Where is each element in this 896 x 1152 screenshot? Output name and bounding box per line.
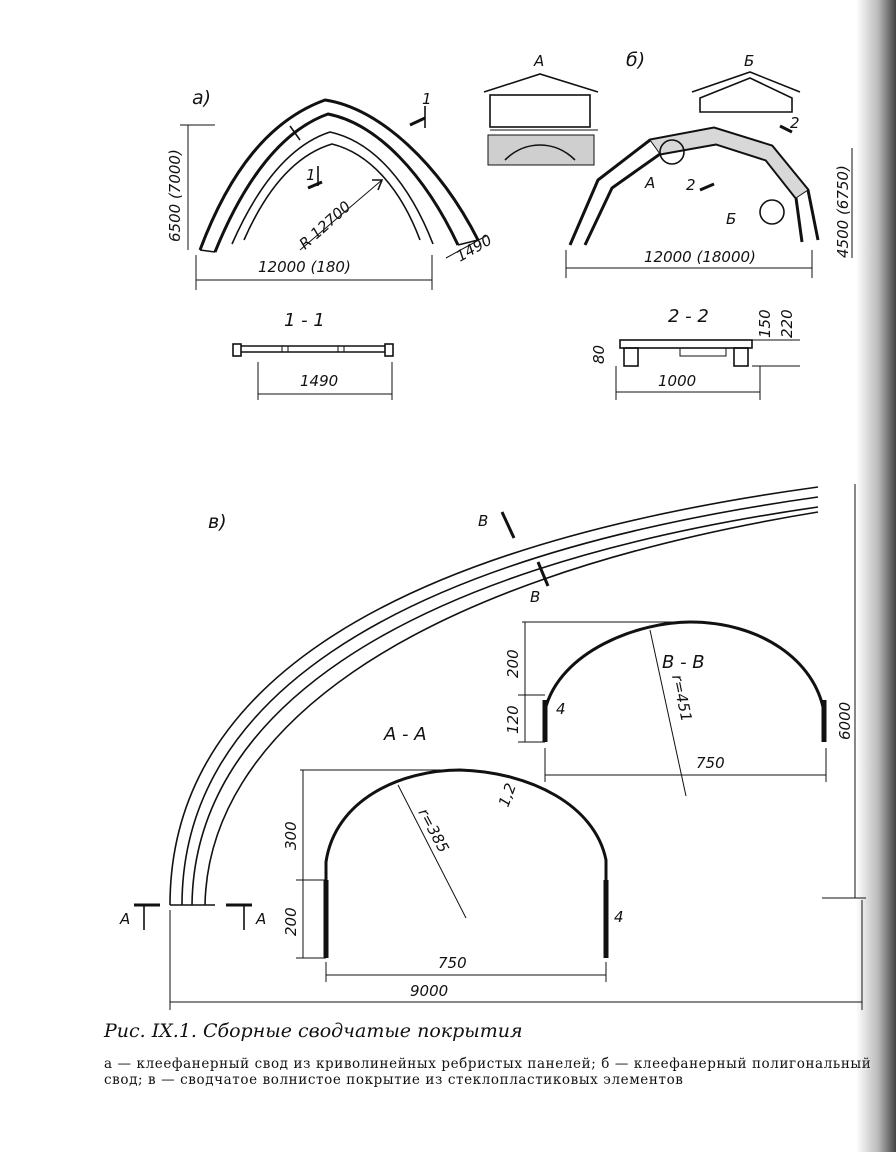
part-v-section-b-mark-top <box>500 511 516 539</box>
part-v-section-b-radius-line <box>649 629 687 797</box>
part-a-section-mark-top <box>409 116 426 127</box>
part-b-section-title: 2 - 2 <box>668 306 709 327</box>
part-a-arch-rib <box>231 131 434 245</box>
part-a-section-stiffener-right <box>337 345 345 353</box>
part-b-dim-150: 150 <box>756 309 774 338</box>
part-a-span: 12000 (180) <box>258 258 351 276</box>
part-b-detail-b-label: Б <box>744 52 754 70</box>
part-v-arch-inner <box>191 506 819 906</box>
part-a-section-stiffener-left <box>281 345 289 353</box>
part-b-detail-b-panel <box>699 77 793 113</box>
part-b-detail-b-roof <box>691 71 801 93</box>
part-v-section-b-label-top: В <box>478 512 488 530</box>
caption-text: а — клеефанерный свод из криволинейных р… <box>104 1056 872 1088</box>
part-a-radius: R 12700 <box>296 197 355 252</box>
part-a-radius-arrow <box>372 179 384 191</box>
part-a-height: 6500 (7000) <box>166 149 184 242</box>
part-b-section-mark-right <box>779 124 793 134</box>
part-v-section-a-radius-line <box>397 784 467 919</box>
part-v-section-b-mark-bottom <box>536 561 550 587</box>
part-b-span: 12000 (18000) <box>644 248 756 266</box>
part-a-panel-joint <box>289 125 301 141</box>
part-a-width-dim-line <box>445 235 487 259</box>
part-b-detail-b-callout <box>759 199 785 225</box>
part-v-section-a-title: А - А <box>383 724 427 745</box>
part-a-arch-inner <box>213 112 460 253</box>
part-b-detail-a-panel <box>489 94 591 128</box>
part-b-arch-drawing: б) А Б А Б 2 2 4500 (6750) 12000 (18000) <box>483 49 853 400</box>
part-b-section-mark-left-label: 2 <box>686 176 696 194</box>
part-b-section-rib-left <box>623 347 639 367</box>
part-a-arch-foot-left <box>199 249 216 253</box>
part-v-span: 9000 <box>410 982 448 1000</box>
part-v-arch-outer <box>169 486 819 906</box>
part-b-section-rib-right <box>733 347 749 367</box>
part-b-label: б) <box>626 49 645 71</box>
part-v-section-a-label-right: А <box>255 910 266 928</box>
part-b-section-stiffener <box>679 347 727 357</box>
scan-edge-shadow <box>856 0 896 1152</box>
part-v-section-a-profile <box>324 768 608 880</box>
part-a-arch-drawing: а) 6500 (7000) 12000 (180) R 12700 1490 … <box>166 87 495 400</box>
part-v-section-a-width: 750 <box>438 954 467 972</box>
figure-caption: Рис. IX.1. Сборные сводчатые покрытия а … <box>104 1020 874 1088</box>
part-v-section-a-radius: r=385 <box>414 805 452 855</box>
part-v-section-b-radius: r=451 <box>668 673 695 723</box>
caption-title: Рис. IX.1. Сборные сводчатые покрытия <box>104 1020 523 1042</box>
part-b-section-width: 1000 <box>658 372 696 390</box>
part-a-section-rib-right <box>384 343 394 357</box>
part-a-section-title: 1 - 1 <box>284 310 325 331</box>
part-b-arch-panels <box>649 127 809 199</box>
part-v-section-b-label-bottom: В <box>530 588 540 606</box>
part-a-radius-line <box>299 179 383 251</box>
part-a-section-mark-top-label: 1 <box>422 90 432 108</box>
part-a-section-mark-left <box>307 180 323 190</box>
part-a-arch-rib-inner <box>243 143 421 241</box>
part-v-section-a-dim-200: 200 <box>282 907 300 936</box>
part-v-arch-inside <box>204 511 819 906</box>
part-v-section-a-dim-4: 4 <box>614 908 624 926</box>
part-b-section-mark-right-label: 2 <box>790 114 800 132</box>
part-v-section-b-dim-120: 120 <box>504 705 522 734</box>
part-v-arch-middle <box>181 496 819 906</box>
part-v-section-a-dim-300: 300 <box>282 821 300 850</box>
part-v-label: в) <box>208 511 227 533</box>
part-b-detail-a-tag: А <box>644 174 655 192</box>
part-b-detail-a-joint <box>504 144 576 161</box>
part-a-section-width: 1490 <box>300 372 338 390</box>
part-b-detail-a-label: А <box>533 52 544 70</box>
part-b-detail-a-roof <box>483 73 599 93</box>
part-v-arch-drawing: в) А А В В 9000 6000 В - В <box>119 484 866 1010</box>
part-b-detail-a-base <box>487 134 595 166</box>
part-a-arch-outer <box>198 98 480 251</box>
part-a-width: 1490 <box>453 231 495 266</box>
part-b-height: 4500 (6750) <box>834 165 852 258</box>
part-v-section-b-dim-200: 200 <box>504 649 522 678</box>
part-b-dim-220: 220 <box>778 309 796 338</box>
part-a-label: а) <box>192 87 211 109</box>
part-v-section-a-label-left: А <box>119 910 130 928</box>
part-a-section-mark-left-label: 1 <box>306 166 316 184</box>
part-b-detail-a-callout <box>659 139 685 165</box>
part-v-section-b-width: 750 <box>696 754 725 772</box>
part-v-section-a-thickness: 1,2 <box>495 781 520 810</box>
part-v-section-b-dim-4: 4 <box>556 700 566 718</box>
part-b-section-mark-left <box>699 182 715 192</box>
part-b-dim-80: 80 <box>590 345 608 364</box>
part-v-height: 6000 <box>836 702 854 740</box>
part-b-section-top-skin <box>619 339 753 349</box>
part-a-section-rib-left <box>232 343 242 357</box>
part-a-arch-foot-right <box>457 239 479 246</box>
part-b-detail-b-tag: Б <box>726 210 736 228</box>
part-v-section-b-title: В - В <box>662 652 705 673</box>
